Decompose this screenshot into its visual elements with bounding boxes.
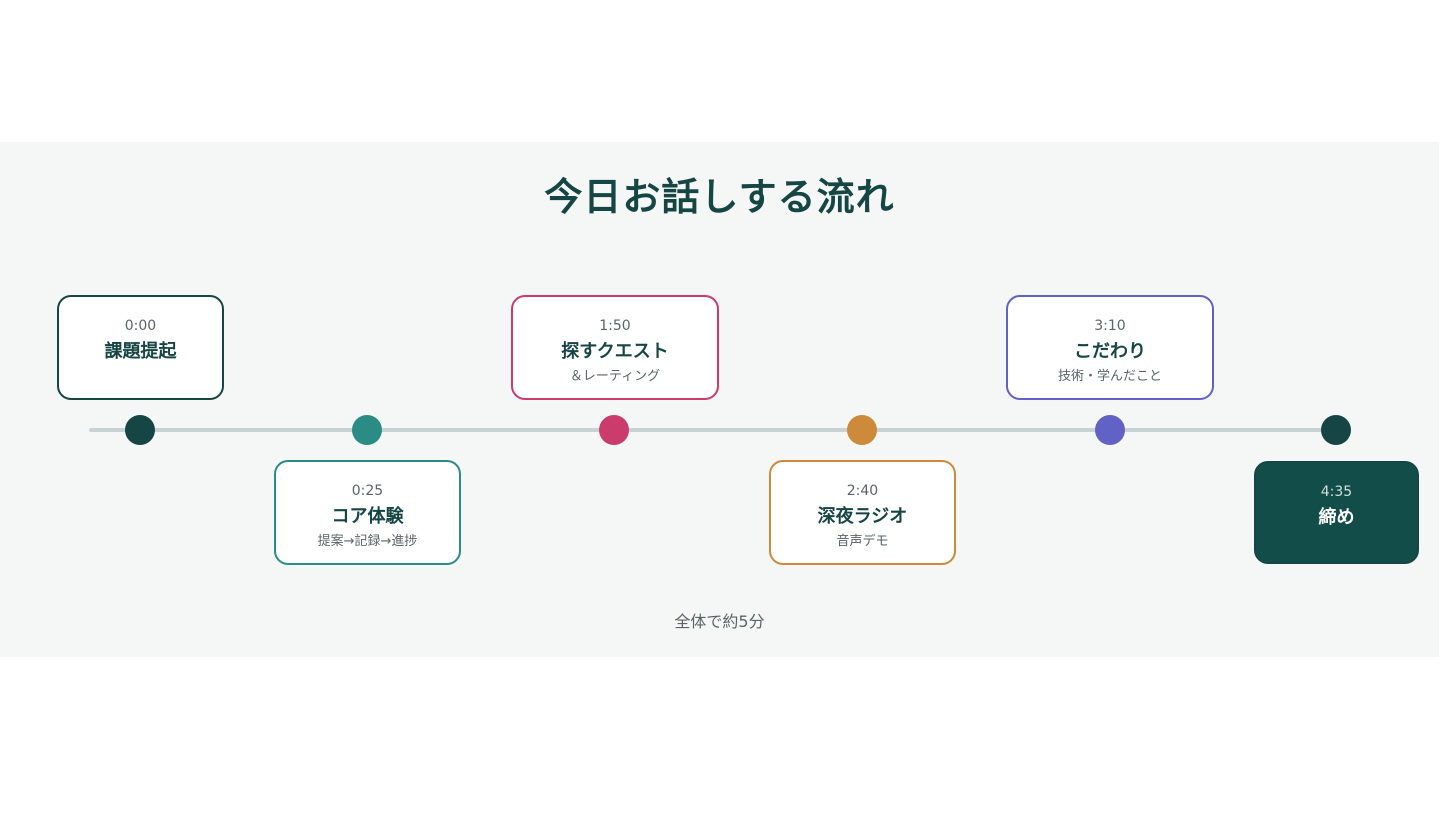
card-title: 課題提起 [104, 341, 177, 362]
timeline-card-0: 0:00 課題提起 [57, 295, 224, 400]
card-subtitle: 提案→記録→進捗 [317, 534, 418, 549]
timeline-card-1: 0:25 コア体験 提案→記録→進捗 [274, 460, 461, 565]
card-subtitle: 音声デモ [836, 534, 889, 549]
card-title: こだわり [1074, 341, 1146, 362]
card-title: 深夜ラジオ [817, 506, 908, 527]
timeline-dot-0 [125, 415, 155, 445]
timeline-card-5: 4:35 締め [1254, 461, 1419, 564]
card-title: コア体験 [331, 506, 404, 527]
card-subtitle: ＆レーティング [569, 369, 661, 384]
card-time: 3:10 [1094, 318, 1126, 334]
timeline-dot-3 [847, 415, 877, 445]
card-title: 探すクエスト [561, 341, 669, 362]
timeline-track [89, 428, 1351, 432]
card-subtitle: 技術・学んだこと [1057, 369, 1162, 384]
timeline-dot-4 [1095, 415, 1125, 445]
card-time: 4:35 [1320, 484, 1353, 500]
card-time: 2:40 [846, 483, 879, 499]
card-time: 0:00 [124, 318, 157, 334]
card-time: 1:50 [599, 318, 631, 334]
card-time: 0:25 [351, 483, 384, 499]
timeline-card-4: 3:10 こだわり 技術・学んだこと [1006, 295, 1214, 400]
timeline-card-2: 1:50 探すクエスト ＆レーティング [511, 295, 719, 400]
timeline-card-3: 2:40 深夜ラジオ 音声デモ [769, 460, 956, 565]
total-duration-note: 全体で約5分 [674, 612, 765, 631]
timeline-panel: 今日お話しする流れ 0:00 課題提起 0:25 コア体験 提案→記録→進捗 1… [0, 142, 1439, 657]
timeline-dot-2 [599, 415, 629, 445]
card-title: 締め [1318, 507, 1355, 528]
timeline-dot-1 [352, 415, 382, 445]
timeline-dot-5 [1321, 415, 1351, 445]
page-title: 今日お話しする流れ [544, 175, 895, 219]
